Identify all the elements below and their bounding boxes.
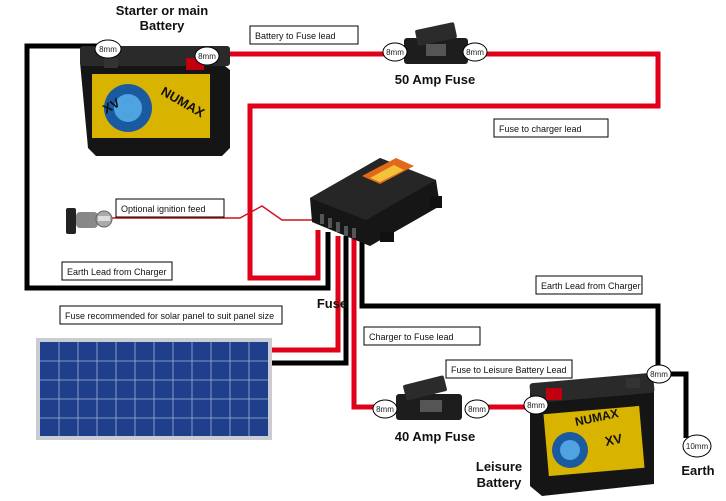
svg-text:8mm: 8mm: [198, 52, 216, 61]
cable-solar-positive: [272, 236, 341, 353]
svg-text:Earth Lead from Charger: Earth Lead from Charger: [67, 267, 167, 277]
starter-battery-title: Starter or main Battery: [116, 3, 209, 33]
svg-text:8mm: 8mm: [386, 48, 404, 57]
svg-text:Fuse recommended for solar pan: Fuse recommended for solar panel to suit…: [65, 311, 274, 321]
callout-earth-lead-left: Earth Lead from Charger: [61, 261, 173, 281]
terminal-badge-fuse50-left: 8mm: [382, 42, 408, 62]
starter-battery: NUMAX XV: [80, 46, 230, 156]
terminal-badge-fuse50-right: 8mm: [462, 42, 488, 62]
cable-ignition-feed: [110, 205, 312, 221]
ignition-switch: [66, 208, 113, 234]
terminal-badge-starter-negative: 8mm: [94, 39, 122, 59]
cable-leisure-to-earth: [668, 371, 689, 438]
svg-text:10mm: 10mm: [686, 442, 709, 451]
leisure-battery-model-text: XV: [604, 431, 624, 449]
cable-earth-right: [359, 236, 661, 374]
solar-panel: [36, 338, 272, 440]
svg-text:8mm: 8mm: [468, 405, 486, 414]
terminal-badge-leisure-positive: 8mm: [523, 395, 549, 415]
callout-fuse-to-leisure: Fuse to Leisure Battery Lead: [445, 359, 573, 379]
svg-text:Fuse to charger lead: Fuse to charger lead: [499, 124, 582, 134]
leisure-battery-label-line2: Battery: [477, 475, 523, 490]
cable-solar-negative: [272, 236, 349, 366]
leisure-battery: NUMAX XV: [529, 372, 655, 496]
terminal-badge-starter-positive: 8mm: [194, 46, 220, 66]
cable-earth-left: [24, 43, 331, 291]
fuse-40-amp: [396, 375, 462, 420]
terminal-badge-fuse40-right: 8mm: [464, 399, 490, 419]
svg-text:8mm: 8mm: [527, 401, 545, 410]
callout-charger-to-fuse: Charger to Fuse lead: [363, 326, 481, 346]
fuse-50-label: 50 Amp Fuse: [395, 72, 475, 87]
callout-battery-to-fuse: Battery to Fuse lead: [249, 25, 359, 45]
starter-battery-label-line2: Battery: [140, 18, 186, 33]
svg-text:Battery to Fuse lead: Battery to Fuse lead: [255, 31, 336, 41]
cable-fuse50-to-charger: [247, 51, 661, 281]
svg-text:Charger to Fuse lead: Charger to Fuse lead: [369, 332, 454, 342]
callout-fuse-to-charger: Fuse to charger lead: [493, 118, 609, 138]
cable-charger-to-fuse40: [351, 236, 388, 410]
earth-label: Earth: [681, 463, 714, 478]
svg-text:Optional ignition feed: Optional ignition feed: [121, 204, 206, 214]
callout-optional-ignition: Optional ignition feed: [115, 198, 225, 218]
callout-solar-fuse-note: Fuse recommended for solar panel to suit…: [59, 305, 283, 325]
terminal-badge-leisure-negative: 8mm: [646, 364, 672, 384]
fuse-50-amp: [404, 22, 468, 64]
leisure-battery-label-line1: Leisure: [476, 459, 522, 474]
svg-text:8mm: 8mm: [99, 45, 117, 54]
svg-text:8mm: 8mm: [376, 405, 394, 414]
starter-battery-label-line1: Starter or main: [116, 3, 209, 18]
svg-text:Fuse to Leisure Battery Lead: Fuse to Leisure Battery Lead: [451, 365, 567, 375]
fuse-40-label: 40 Amp Fuse: [395, 429, 475, 444]
svg-text:8mm: 8mm: [466, 48, 484, 57]
terminal-badge-earth-ring: 10mm: [682, 434, 712, 458]
battery-charger: [310, 158, 442, 246]
svg-text:Earth Lead from Charger: Earth Lead from Charger: [541, 281, 641, 291]
terminal-badge-fuse40-left: 8mm: [372, 399, 398, 419]
fuse-solar-label: Fuse: [317, 296, 347, 311]
leisure-battery-title: Leisure Battery: [476, 459, 522, 490]
callout-earth-lead-right: Earth Lead from Charger: [535, 275, 643, 295]
svg-text:8mm: 8mm: [650, 370, 668, 379]
